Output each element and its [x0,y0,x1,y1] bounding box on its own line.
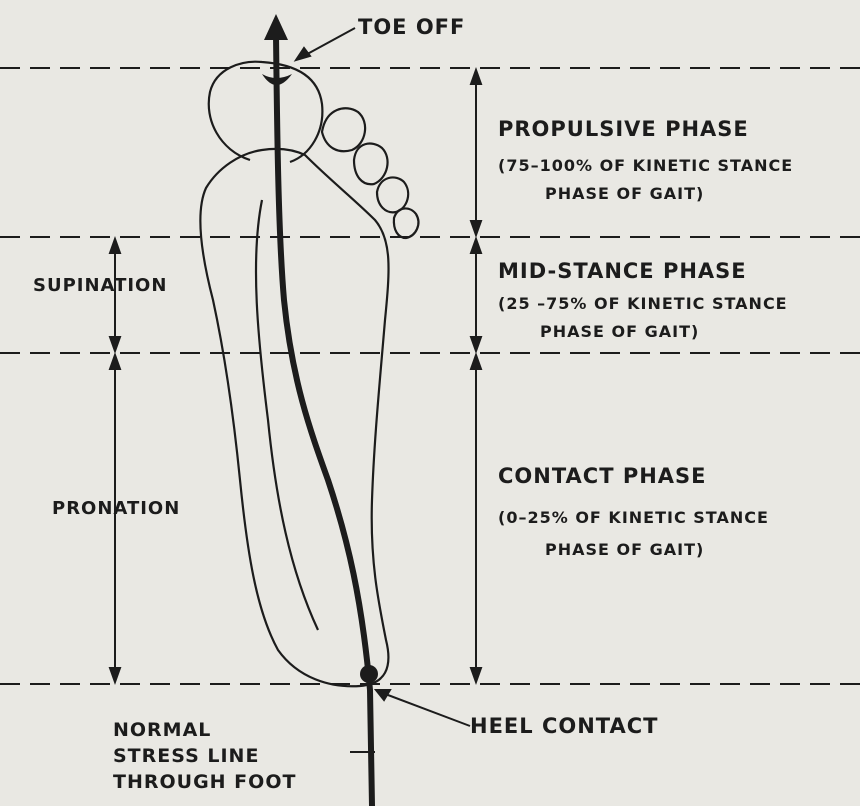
second-toe-outline [322,108,365,151]
midstance-phase-title: MID-STANCE PHASE [498,259,747,283]
midstance-phase-range: (25 –75% OF KINETIC STANCE [498,290,788,318]
heel-contact-label: HEEL CONTACT [470,714,658,738]
stress-line-label-line-1: NORMAL [113,717,211,743]
contact-arrow-top-icon [471,355,481,369]
contact-phase-title: CONTACT PHASE [498,464,707,488]
stress-line-label-line-2: STRESS LINE [113,743,259,769]
stress-line-arrow-icon [264,14,288,40]
foot-outline [200,62,418,687]
propulsive-phase-range: (75–100% OF KINETIC STANCE [498,152,793,180]
supination-arrow-top-icon [110,239,120,253]
heel-contact-dot-icon [360,665,378,683]
propulsive-arrow-bottom-icon [471,221,481,235]
propulsive-phase-range-cont: PHASE OF GAIT) [545,180,704,208]
supination-arrow-bottom-icon [110,337,120,351]
contact-phase-range-cont: PHASE OF GAIT) [545,536,704,564]
supination-label: SUPINATION [33,275,167,296]
fifth-toe-outline [394,208,419,238]
pronation-label: PRONATION [52,498,180,519]
toe-off-leader-arrow-icon [296,48,310,60]
pronation-arrow-bottom-icon [110,668,120,682]
contact-phase-range: (0–25% OF KINETIC STANCE [498,504,769,532]
contact-arrow-bottom-icon [471,668,481,682]
stress-line-label-line-3: THROUGH FOOT [113,769,296,795]
heel-contact-leader [380,692,470,726]
midstance-phase-range-cont: PHASE OF GAIT) [540,318,699,346]
fourth-toe-outline [377,177,408,212]
propulsive-arrow-top-icon [471,70,481,84]
midstance-arrow-top-icon [471,239,481,253]
pronation-arrow-top-icon [110,355,120,369]
propulsive-phase-title: PROPULSIVE PHASE [498,117,749,141]
third-toe-outline [354,144,388,185]
midstance-arrow-bottom-icon [471,337,481,351]
toe-off-label: TOE OFF [358,15,465,39]
heel-contact-leader-arrow-icon [376,690,390,700]
